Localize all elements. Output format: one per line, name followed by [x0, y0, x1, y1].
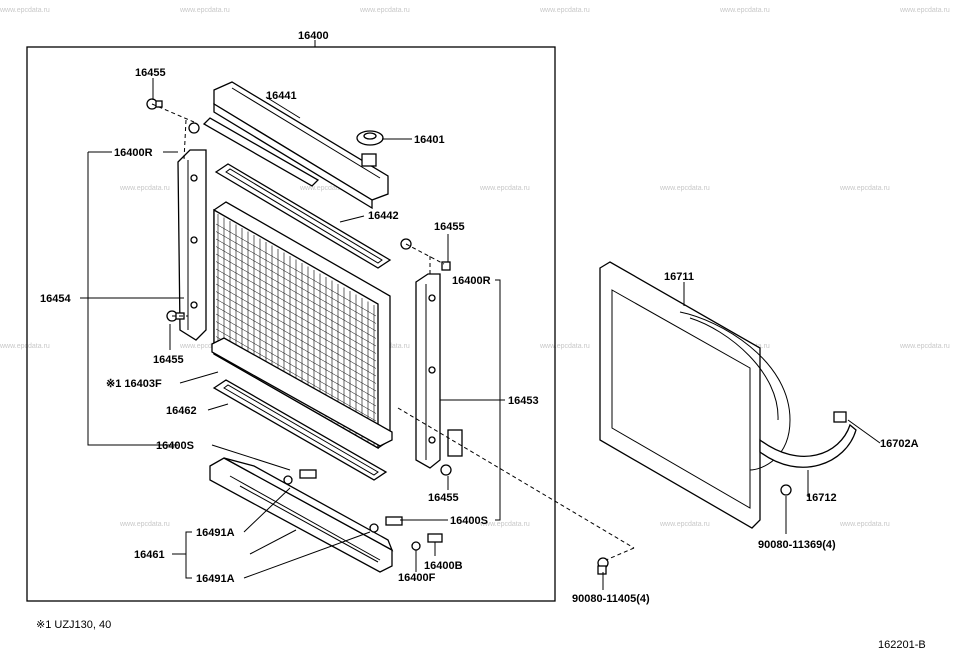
right-side-bracket[interactable] — [415, 273, 463, 469]
lower-gasket[interactable] — [212, 379, 388, 481]
watermark-text: www.epcdata.ru — [839, 521, 890, 528]
label-90080-11405[interactable]: 90080-11405(4) — [572, 593, 650, 605]
core-tube-line — [215, 246, 377, 339]
left-side-bracket[interactable] — [177, 149, 207, 341]
watermark-text: www.epcdata.ru — [539, 343, 590, 350]
label-16702A[interactable]: 16702A — [880, 438, 919, 450]
core-tube-line — [215, 283, 377, 377]
core-tube-line — [215, 268, 377, 362]
label-16454[interactable]: 16454 — [40, 293, 71, 305]
core-tube-line — [215, 261, 377, 354]
watermark-text: www.epcdata.ru — [659, 185, 710, 192]
label-16712[interactable]: 16712 — [806, 492, 837, 504]
watermark-text: www.epcdata.ru — [539, 7, 590, 14]
drain-cock-upper[interactable] — [283, 469, 317, 485]
label-90080-11369[interactable]: 90080-11369(4) — [758, 539, 836, 551]
upper-tank[interactable] — [213, 81, 389, 210]
assembly-frame — [26, 46, 556, 602]
core-tube-line — [215, 291, 377, 384]
watermark-text: www.epcdata.ru — [299, 185, 350, 192]
leader-lines — [80, 78, 881, 590]
diagram-id: 162201-B — [878, 639, 926, 651]
core-tube-line — [215, 231, 377, 324]
upper-seal-strip — [202, 117, 320, 187]
watermark-text: www.epcdata.ru — [839, 185, 890, 192]
label-16403F[interactable]: ※1 16403F — [106, 378, 162, 390]
label-16453[interactable]: 16453 — [508, 395, 539, 407]
core-tube-line — [215, 238, 377, 332]
radiator-cap[interactable] — [356, 130, 384, 167]
core-tube-line — [215, 328, 377, 422]
label-16462[interactable]: 16462 — [166, 405, 197, 417]
bolt-90080-11405[interactable] — [597, 557, 609, 575]
watermark-text: www.epcdata.ru — [179, 7, 230, 14]
core-tube-line — [215, 321, 377, 414]
core-tube-line — [215, 306, 377, 399]
watermark-text: www.epcdata.ru — [0, 343, 50, 350]
fan-shroud[interactable] — [599, 261, 791, 529]
watermark-text: www.epcdata.ru — [119, 185, 170, 192]
label-16400[interactable]: 16400 — [298, 30, 329, 42]
label-16400S-left[interactable]: 16400S — [156, 440, 194, 452]
label-16442[interactable]: 16442 — [368, 210, 399, 222]
label-16491A-bottom[interactable]: 16491A — [196, 573, 235, 585]
watermark-text: www.epcdata.ru — [359, 7, 410, 14]
label-16400F[interactable]: 16400F — [398, 572, 436, 584]
assembly-dashed-lines — [151, 103, 635, 561]
label-16455-top-left[interactable]: 16455 — [135, 67, 166, 79]
watermark-text: www.epcdata.ru — [899, 343, 950, 350]
watermark-text: www.epcdata.ru — [179, 343, 230, 350]
drain-plug-16400F[interactable] — [411, 541, 421, 551]
drain-cock-lower[interactable] — [369, 516, 403, 533]
upper-gasket[interactable] — [214, 163, 392, 269]
bolt-90080-11369[interactable] — [780, 484, 792, 496]
radiator-core[interactable] — [211, 201, 393, 450]
label-16491A-top[interactable]: 16491A — [196, 527, 235, 539]
label-16400R-left[interactable]: 16400R — [114, 147, 153, 159]
lower-tank[interactable] — [209, 457, 394, 573]
core-tube-line — [215, 276, 377, 369]
label-16400R-right[interactable]: 16400R — [452, 275, 491, 287]
core-tube-line — [215, 298, 377, 392]
bolt-16455-bottom[interactable] — [440, 464, 452, 476]
label-16455-mid-left[interactable]: 16455 — [153, 354, 184, 366]
watermark-text: www.epcdata.ru — [479, 185, 530, 192]
label-16401[interactable]: 16401 — [414, 134, 445, 146]
clip-16702A[interactable] — [833, 411, 847, 423]
watermark-text: www.epcdata.ru — [119, 521, 170, 528]
label-16441[interactable]: 16441 — [266, 90, 297, 102]
label-16400B[interactable]: 16400B — [424, 560, 463, 572]
label-16400S-right[interactable]: 16400S — [450, 515, 488, 527]
core-tube-line — [215, 313, 377, 407]
clip-16400R-left[interactable] — [188, 122, 200, 134]
watermark-text: www.epcdata.ru — [719, 7, 770, 14]
watermark-text: www.epcdata.ru — [659, 521, 710, 528]
label-16711[interactable]: 16711 — [664, 271, 694, 283]
core-tube-line — [215, 253, 377, 347]
footnote: ※1 UZJ130, 40 — [36, 619, 111, 631]
part-labels: 16400 16455 16441 16401 16400R 16442 164… — [40, 30, 919, 605]
label-16455-bottom[interactable]: 16455 — [428, 492, 459, 504]
watermark-text: www.epcdata.ru — [0, 7, 50, 14]
drain-plug-16400B[interactable] — [427, 533, 443, 543]
core-tube-line — [215, 223, 377, 317]
watermark-text: www.epcdata.ru — [479, 521, 530, 528]
label-16461[interactable]: 16461 — [134, 549, 165, 561]
fan-shroud-lower[interactable] — [759, 423, 857, 468]
watermark-text: www.epcdata.ru — [899, 7, 950, 14]
watermark-layer: www.epcdata.ru www.epcdata.ru www.epcdata.… — [0, 7, 950, 528]
label-16455-right[interactable]: 16455 — [434, 221, 465, 233]
